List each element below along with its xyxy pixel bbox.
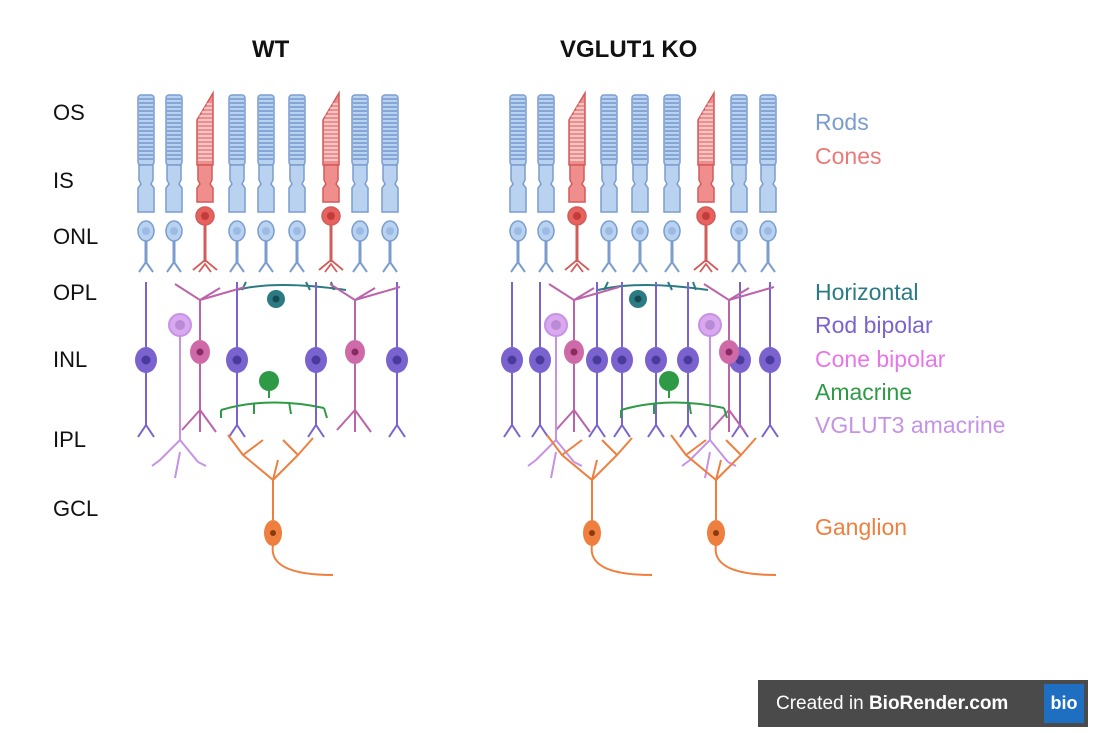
badge-brand: BioRender.com [868, 692, 1009, 714]
rod-bipolar-cell [386, 282, 408, 438]
rod-bipolar-cell [305, 282, 327, 438]
legend-amacrine: Amacrine [815, 379, 913, 405]
cone-photoreceptor [693, 90, 719, 273]
legend-rods: Rods [815, 109, 869, 135]
layer-label-os: OS [53, 100, 85, 125]
rod-photoreceptor [137, 94, 155, 273]
legend-rod-bipolar: Rod bipolar [815, 312, 933, 338]
rod-bipolar-cell [759, 282, 781, 438]
horizontal-cell [597, 281, 709, 308]
legend-cone-bipolar: Cone bipolar [815, 346, 946, 372]
layer-label-opl: OPL [53, 280, 98, 305]
amacrine-cell [620, 371, 728, 419]
ganglion-cell [546, 434, 653, 576]
horizontal-cell [235, 281, 347, 308]
rod-photoreceptor [165, 94, 183, 273]
legend-ganglion: Ganglion [815, 514, 908, 540]
rod-photoreceptor [288, 94, 306, 273]
rod-photoreceptor [228, 94, 246, 273]
rod-photoreceptor [730, 94, 748, 273]
amacrine-cell [220, 371, 328, 419]
ganglion-cell [227, 434, 334, 576]
legend-horizontal: Horizontal [815, 279, 919, 305]
biorender-logo-icon: bio [1044, 684, 1084, 723]
biorender-badge[interactable]: Created in BioRender.com bio [758, 680, 1088, 727]
vglut3-amacrine-cell [681, 313, 737, 479]
ganglion-cell [670, 434, 777, 576]
vglut1-ko-panel-title: VGLUT1 KO [560, 36, 698, 63]
rod-photoreceptor [759, 94, 777, 273]
rod-bipolar-cell [645, 282, 667, 438]
rod-photoreceptor [600, 94, 618, 273]
rod-bipolar-cell [226, 282, 248, 438]
wt-panel-title: WT [252, 36, 290, 63]
rod-bipolar-cell [586, 282, 608, 438]
cone-bipolar-cell [174, 283, 246, 433]
rod-photoreceptor [257, 94, 275, 273]
rod-bipolar-cell [135, 282, 157, 438]
layer-label-ipl: IPL [53, 427, 87, 452]
cone-photoreceptor [318, 90, 344, 273]
cone-bipolar-cell [329, 283, 401, 433]
cone-bipolar-cell [548, 283, 620, 433]
rod-photoreceptor [631, 94, 649, 273]
rod-photoreceptor [381, 94, 399, 273]
cone-photoreceptor [564, 90, 590, 273]
rod-bipolar-cell [501, 282, 523, 438]
legend-cones: Cones [815, 143, 882, 169]
cone-bipolar-cell [703, 283, 775, 433]
rod-bipolar-cell [529, 282, 551, 438]
layer-label-inl: INL [53, 347, 88, 372]
vglut3-amacrine-cell [151, 313, 207, 479]
rod-photoreceptor [663, 94, 681, 273]
badge-prefix: Created in [776, 692, 869, 714]
legend-vglut3-amacrine: VGLUT3 amacrine [815, 412, 1006, 438]
rod-photoreceptor [537, 94, 555, 273]
layer-label-is: IS [53, 168, 74, 193]
layer-label-gcl: GCL [53, 496, 99, 521]
rod-photoreceptor [351, 94, 369, 273]
cone-photoreceptor [192, 90, 218, 273]
rod-photoreceptor [509, 94, 527, 273]
vglut3-amacrine-cell [527, 313, 583, 479]
rod-bipolar-cell [677, 282, 699, 438]
layer-label-onl: ONL [53, 224, 99, 249]
